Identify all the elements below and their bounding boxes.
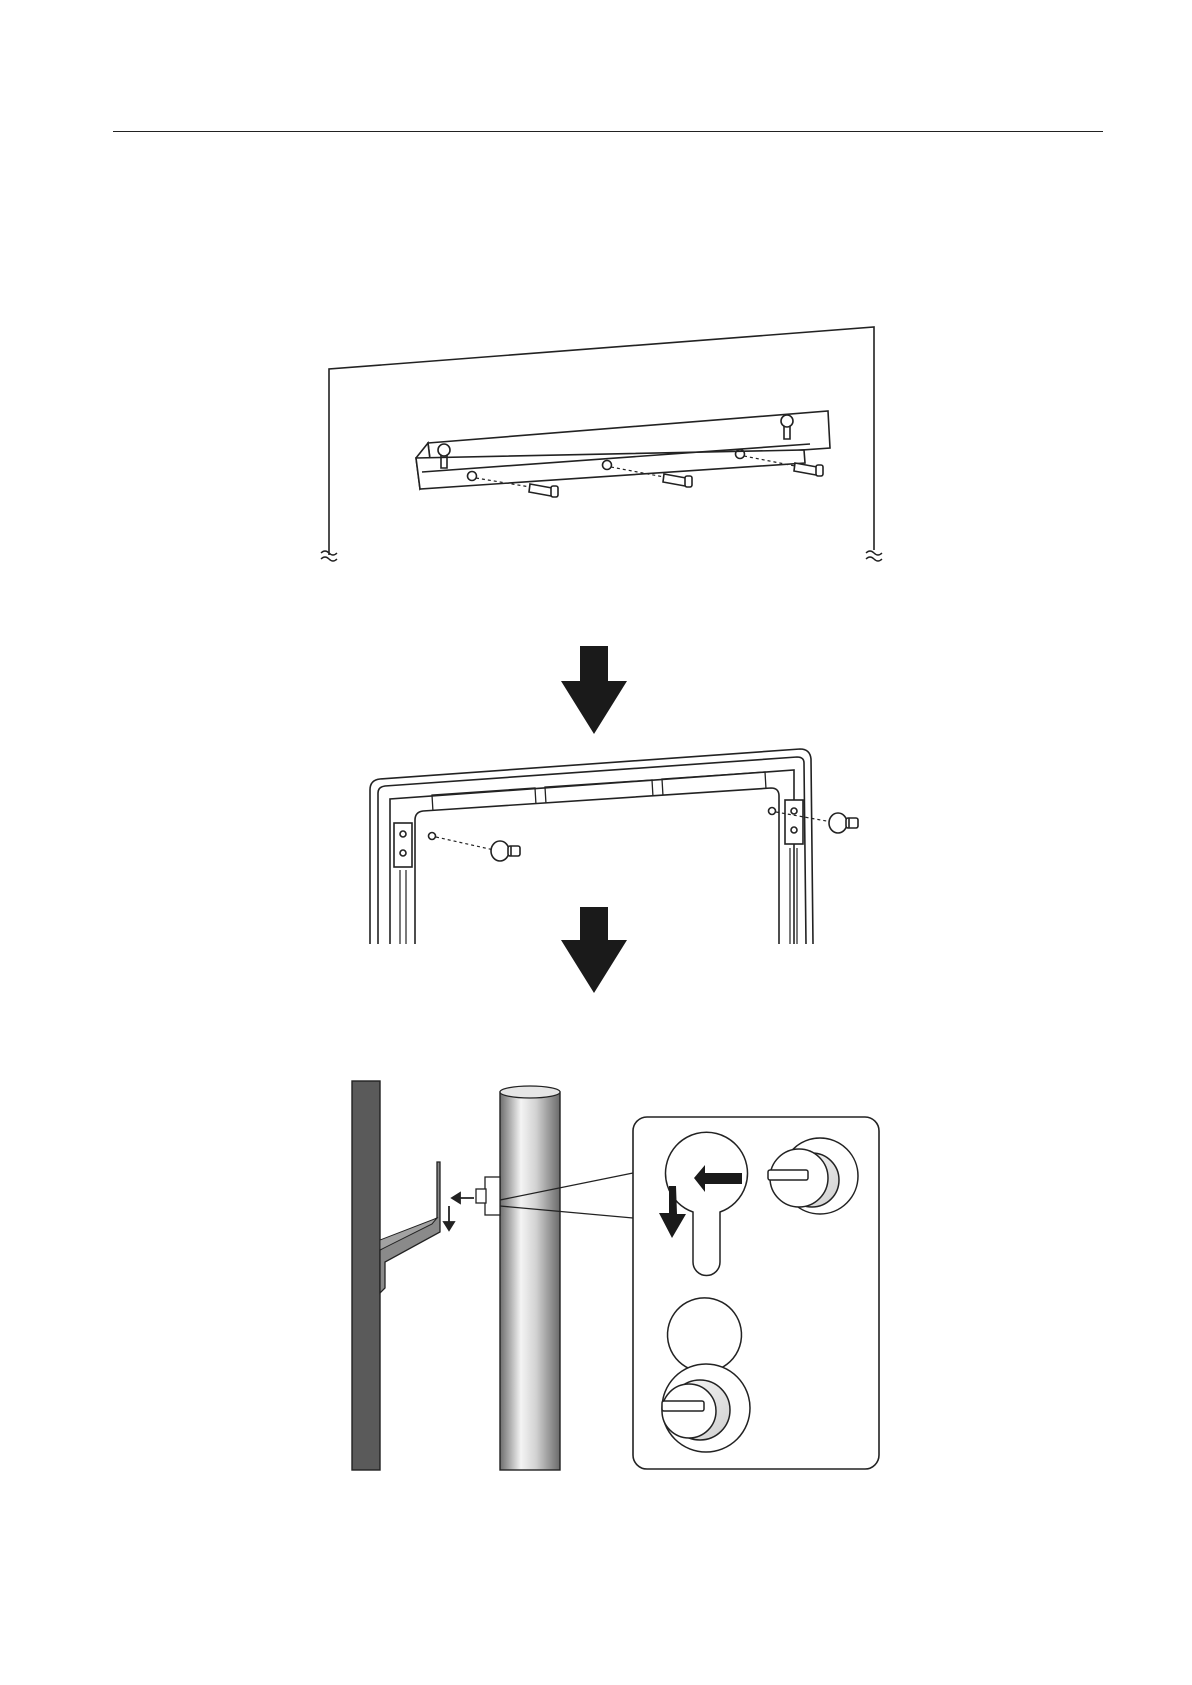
break-mark-icon — [321, 551, 882, 561]
screw-icon — [662, 1401, 704, 1411]
wall-bracket-icon — [416, 411, 830, 489]
step-1-wall-bracket — [321, 327, 882, 561]
tv-body — [500, 1092, 560, 1470]
wall-bracket-icon — [380, 1162, 440, 1293]
step-3-hang-tv — [352, 1081, 879, 1470]
wall-slab — [352, 1081, 380, 1470]
down-arrow-icon — [561, 646, 627, 734]
step-2-tv-back — [370, 749, 858, 944]
